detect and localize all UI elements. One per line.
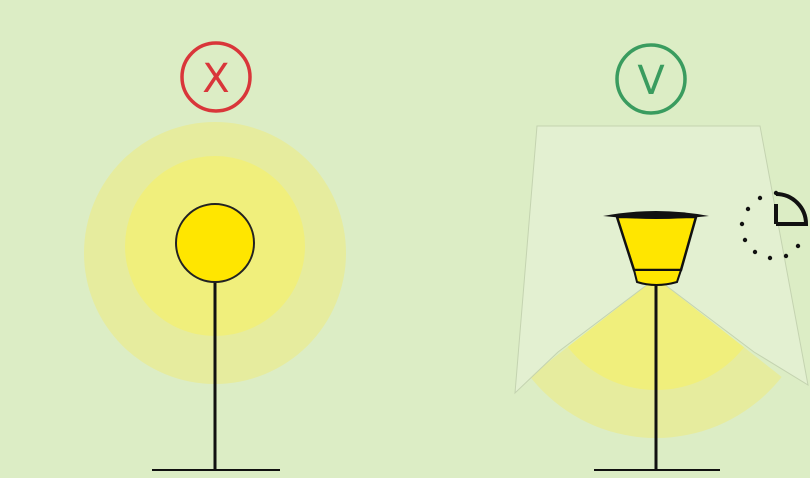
correct-mark-symbol: V [637, 58, 665, 104]
clock-timer-icon [739, 190, 809, 261]
wrong-mark-icon: X [180, 41, 252, 113]
globe-bulb [175, 203, 255, 283]
wrong-mark-symbol: X [202, 56, 229, 102]
downward-glow-inner [544, 278, 768, 390]
lamp-cap [603, 211, 709, 219]
good-example-panel: V [496, 43, 810, 471]
downward-glow-outer [496, 278, 810, 438]
bad-example-panel: X [84, 41, 346, 471]
lamp-bottom [632, 269, 683, 286]
correct-mark-icon: V [615, 43, 687, 115]
